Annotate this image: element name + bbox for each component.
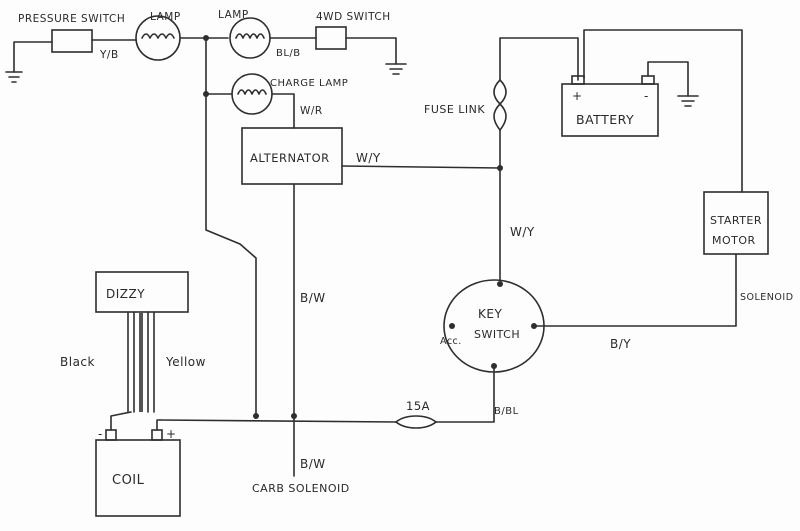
- key-switch-batt-terminal: [497, 281, 503, 287]
- coil-pos-terminal: [151, 429, 163, 441]
- fuse-link: [493, 79, 507, 131]
- charge-lamp-label: CHARGE LAMP: [270, 78, 348, 89]
- starter-label-line2: MOTOR: [712, 234, 756, 247]
- left-bus-wire: [205, 37, 257, 417]
- dizzy-braided-lead: [139, 312, 143, 412]
- carb-solenoid-label: CARB SOLENOID: [252, 482, 350, 495]
- fuse-15a-label: 15A: [406, 399, 430, 413]
- key-switch-start-terminal: [531, 323, 537, 329]
- b-w-carb-label: B/W: [300, 457, 326, 471]
- ground-symbol-left: [5, 71, 23, 83]
- key-switch-label-line2: SWITCH: [474, 328, 520, 341]
- coil-neg-terminal: [105, 429, 117, 441]
- battery-label: BATTERY: [576, 112, 634, 127]
- w-y-alt-wire: [341, 165, 501, 169]
- alternator: [241, 127, 343, 185]
- coil-neg-lead: [110, 411, 132, 431]
- yellow-wire-label: Yellow: [165, 355, 206, 369]
- b-y-label: B/Y: [610, 337, 631, 351]
- dizzy-label: DIZZY: [106, 287, 145, 301]
- pressure-switch: [51, 29, 93, 53]
- fuse-link-label: FUSE LINK: [424, 103, 485, 116]
- starter-label-line1: STARTER: [710, 214, 762, 227]
- fourwd-switch-label: 4WD SWITCH: [316, 11, 391, 23]
- ground-symbol-battery: [677, 95, 699, 107]
- battery-neg-terminal: [641, 75, 655, 85]
- w-r-label: W/R: [300, 105, 323, 117]
- solenoid-label: SOLENOID: [740, 292, 794, 303]
- coil-pos-label: +: [166, 427, 177, 441]
- key-switch: [443, 279, 545, 373]
- charge-lamp: [231, 73, 273, 115]
- battery-neg-label: -: [644, 89, 649, 103]
- fuse-to-battery-wire: [499, 37, 579, 81]
- alternator-label: ALTERNATOR: [250, 151, 330, 165]
- coil: [95, 439, 181, 517]
- fourwd-ground-wire: [345, 37, 397, 65]
- ground-symbol-4wd: [385, 63, 407, 75]
- battery-pos-label: +: [572, 89, 583, 103]
- b-bl-wire: [435, 365, 495, 423]
- acc-terminal-label: Acc.: [440, 336, 462, 347]
- lamp-1-label: LAMP: [150, 11, 181, 23]
- fourwd-switch: [315, 26, 347, 50]
- coil-label: COIL: [112, 473, 145, 488]
- b-w-alt-label: B/W: [300, 291, 326, 305]
- w-y-alt-label: W/Y: [356, 151, 381, 165]
- black-wire-label: Black: [60, 355, 95, 369]
- key-switch-acc-terminal: [449, 323, 455, 329]
- y-b-label: Y/B: [99, 49, 119, 61]
- lamp-2-label: LAMP: [218, 9, 249, 21]
- junction-alt-bus: [253, 413, 259, 419]
- key-switch-label-line1: KEY: [478, 307, 502, 321]
- fuse-15a: [395, 415, 437, 429]
- lamp-2: [229, 17, 271, 59]
- battery-pos-terminal: [571, 75, 585, 85]
- bl-b-label: BL/B: [276, 48, 301, 59]
- battery-neg-ground-wire: [647, 61, 689, 97]
- solenoid-wire: [533, 253, 737, 327]
- w-y-key-label: W/Y: [510, 225, 535, 239]
- coil-neg-label: -: [98, 427, 103, 441]
- pressure-switch-label: PRESSURE SWITCH: [18, 13, 125, 25]
- pressure-switch-ground-wire: [13, 41, 53, 73]
- coil-pos-lead: [156, 419, 161, 431]
- ignition-bus-wire: [159, 419, 397, 423]
- battery-to-starter-wire: [583, 29, 743, 193]
- b-bl-label: B/BL: [494, 406, 519, 417]
- w-r-wire: [271, 93, 295, 129]
- battery: [561, 83, 659, 137]
